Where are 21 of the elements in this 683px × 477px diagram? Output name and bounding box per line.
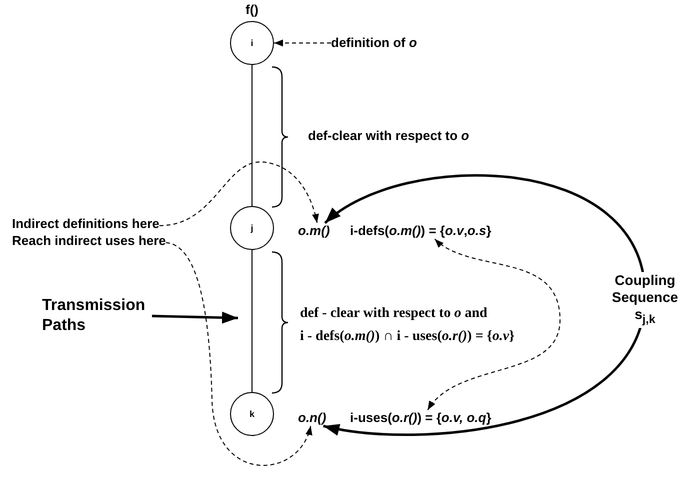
curved-arrow: [323, 174, 646, 436]
note-text: i - defs(o.m()) ∩ i - uses(o.r()) = {o.v}: [300, 329, 515, 345]
set-expression: i-defs(o.m()) = {o.v,o.s}: [350, 223, 492, 239]
annotation-text: Reach indirect uses here: [12, 233, 166, 249]
dashed-arrow: [427, 238, 560, 410]
function-name: f(): [246, 2, 258, 18]
annotation-text: definition of o: [331, 35, 417, 51]
node-circle: j: [230, 206, 274, 250]
note-text: def - clear with respect to o and: [300, 306, 488, 322]
node-circle: i: [230, 21, 274, 65]
dashed-arrow: [158, 162, 319, 226]
method-call: o.m(): [298, 223, 330, 239]
node-circle: k: [230, 392, 274, 436]
annotation-text: Indirect definitions here: [12, 216, 160, 232]
set-expression: i-uses(o.r()) = {o.v, o.q}: [350, 410, 492, 426]
dashed-arrow: [165, 242, 312, 466]
annotation-text: Transmission Paths: [42, 296, 152, 336]
arrow: [152, 312, 238, 324]
method-call: o.n(): [298, 410, 326, 426]
dashed-arrow: [274, 40, 332, 46]
note-text: def-clear with respect to o: [308, 128, 470, 144]
